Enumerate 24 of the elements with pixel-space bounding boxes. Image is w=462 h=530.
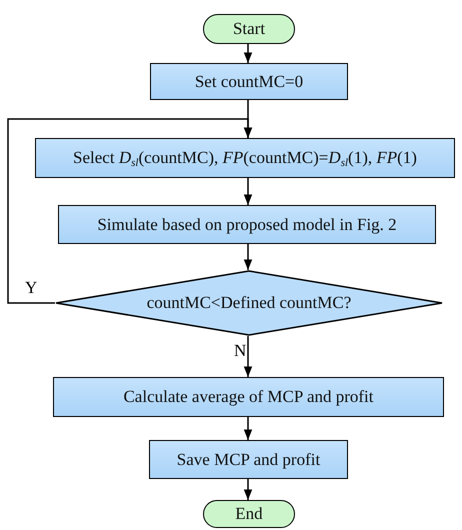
node-text: Calculate average of MCP and profit [123,386,374,408]
node-text: countMC<Defined countMC? [146,292,352,314]
node-text: Save MCP and profit [176,448,320,470]
node-text: Select D$_{sl}$(countMC), FP(countMC)=D$_{sl}$(1), FP(1) [73,147,417,169]
process-box [149,440,348,479]
arrow [244,336,252,377]
edge-label: Y [24,279,38,296]
arrow [244,479,252,500]
node-text: Simulate based on proposed model in Fig. 2 [97,214,397,236]
edge-label: N [233,342,248,359]
arrow [7,118,252,304]
node-text: Start [232,18,266,40]
process-box [53,377,444,417]
terminal-pill [203,500,295,528]
node-text: Set countMC=0 [194,70,304,92]
process-box [58,205,436,244]
arrow [244,417,252,440]
arrow [244,244,252,270]
process-box [35,138,455,178]
terminal-pill [203,14,295,44]
node-text: End [235,503,263,525]
arrow [244,178,252,205]
process-box [150,63,348,100]
arrow [244,44,252,63]
